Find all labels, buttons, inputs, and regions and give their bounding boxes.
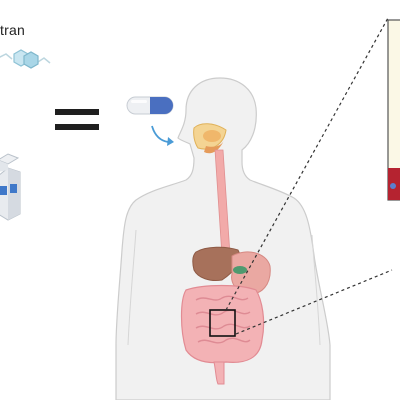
ingestion-arrow-icon bbox=[151, 125, 174, 146]
human-body-icon bbox=[115, 77, 331, 400]
dextran-molecule-icon bbox=[0, 49, 51, 69]
equals-icon bbox=[55, 109, 99, 130]
small-intestine-zoom-box-icon bbox=[209, 309, 236, 337]
inset-panel bbox=[387, 19, 400, 201]
milk-carton-icon bbox=[0, 153, 21, 221]
dextran-label: tran bbox=[0, 22, 25, 38]
capsule-icon bbox=[126, 96, 174, 115]
